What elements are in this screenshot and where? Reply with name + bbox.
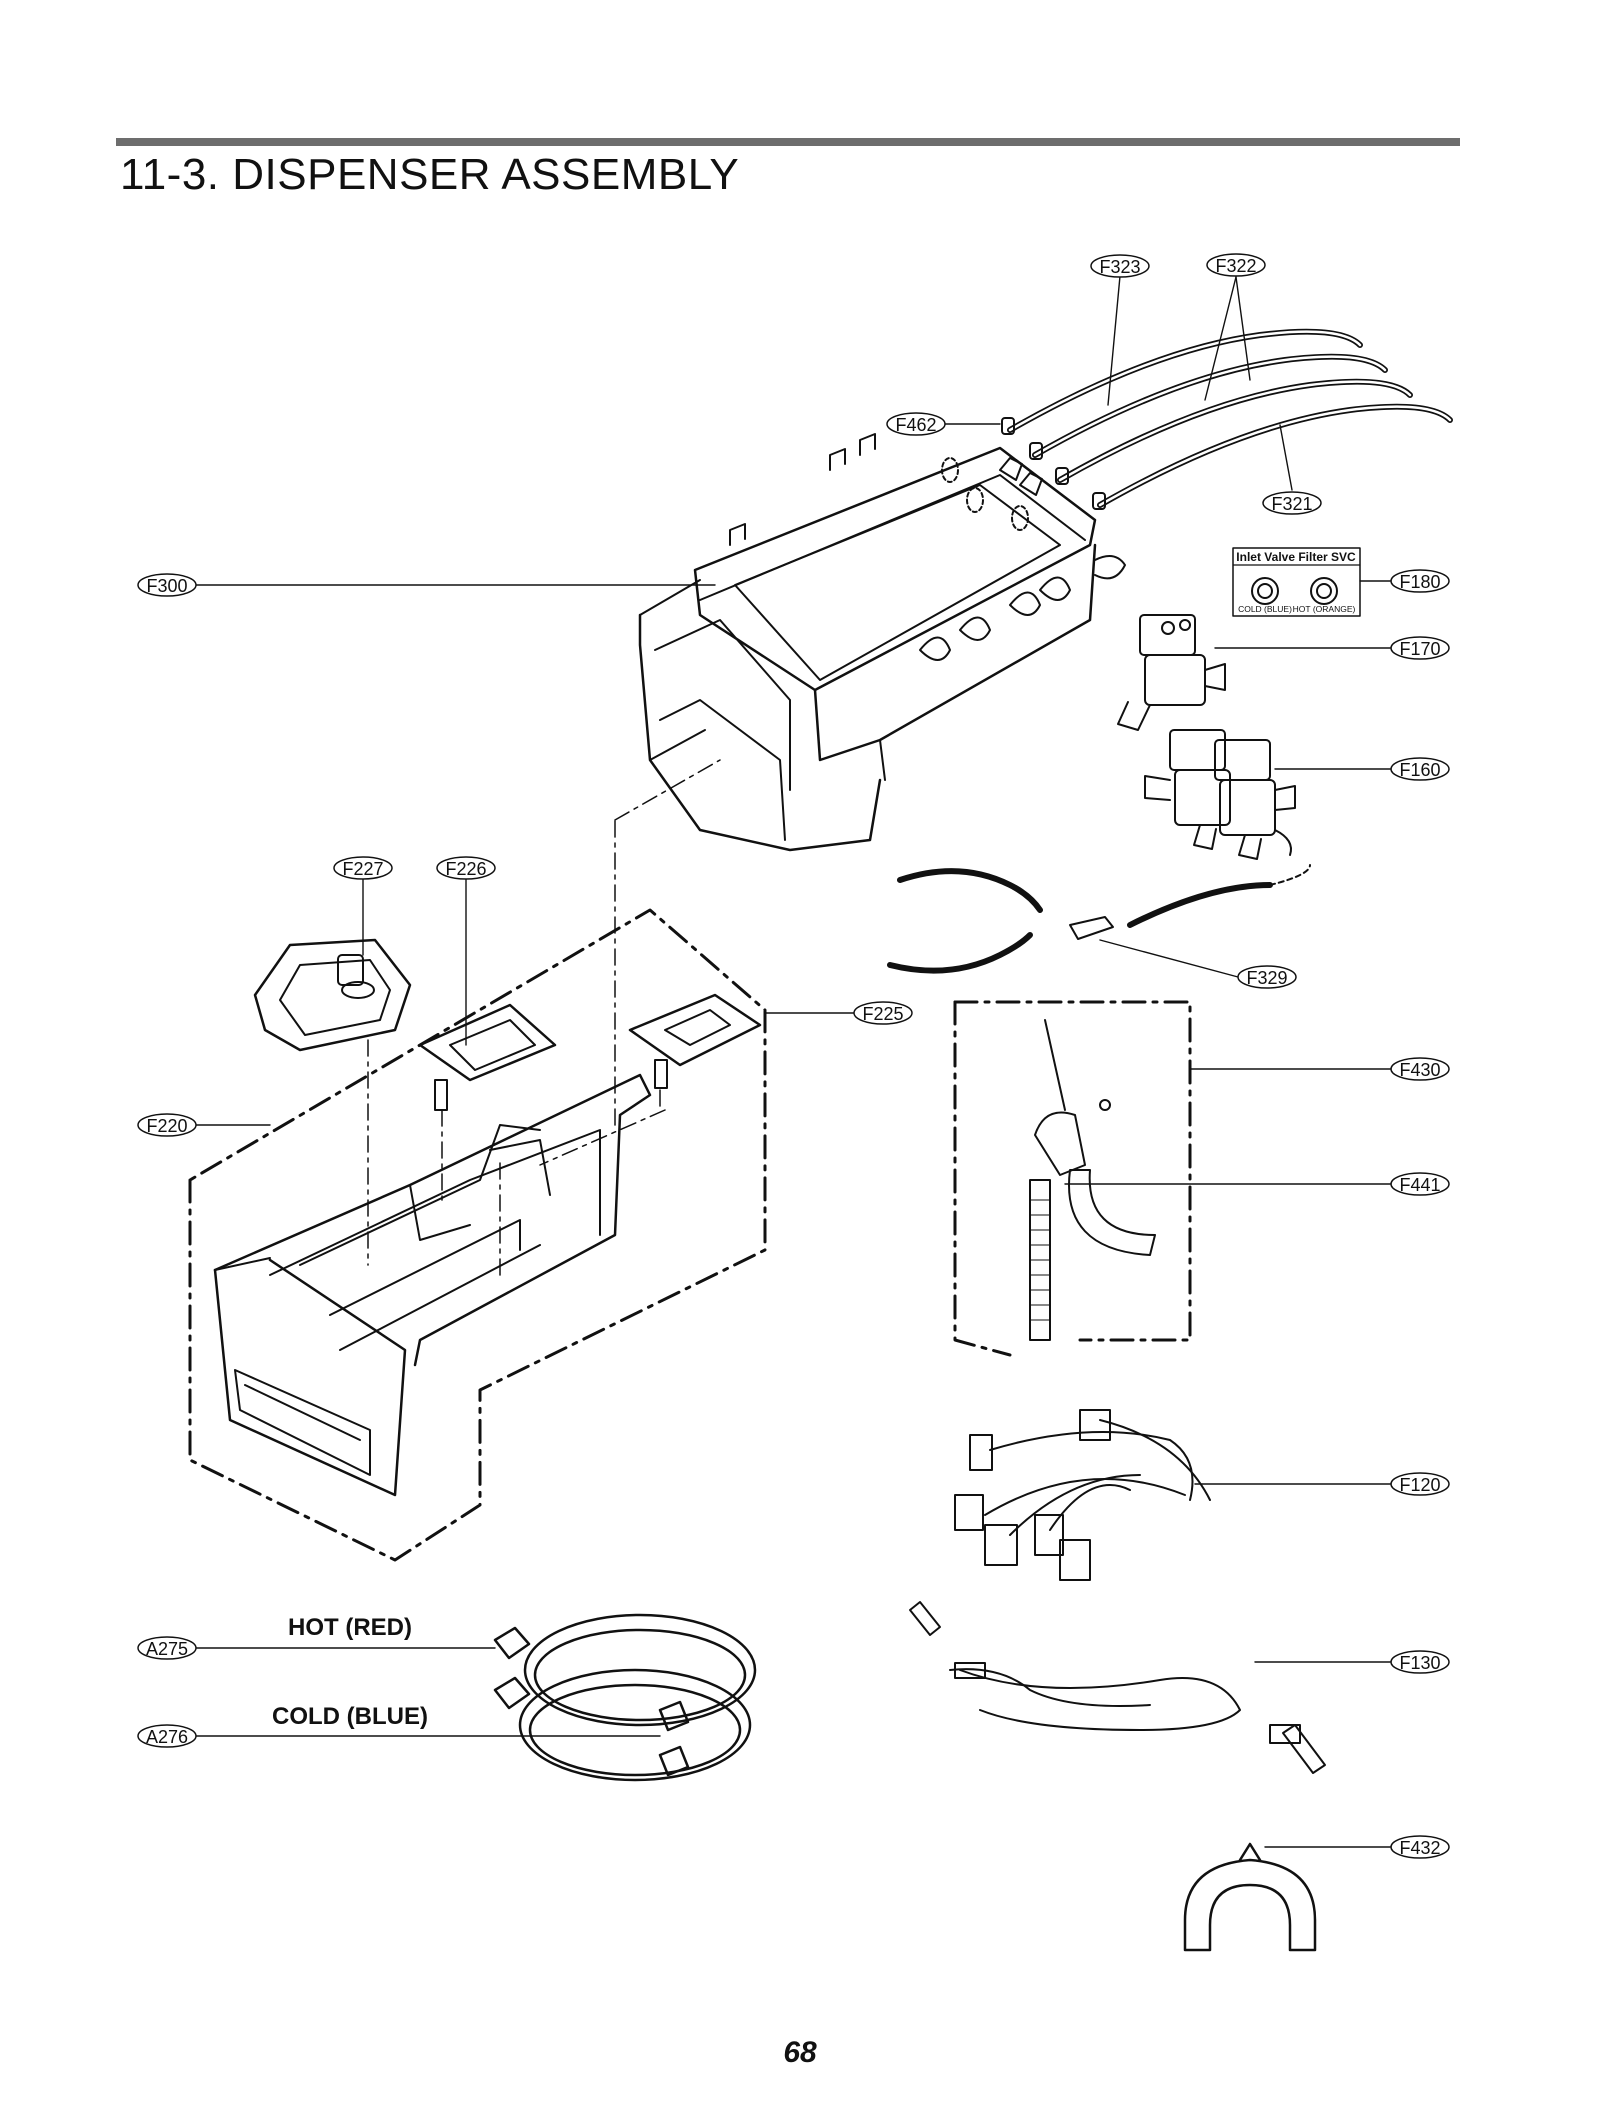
callout-F322: F322 <box>1215 256 1256 276</box>
callout-F220: F220 <box>146 1116 187 1136</box>
leader-lines <box>195 275 1391 1848</box>
drain-assembly-box <box>953 1000 1192 1357</box>
filter-cold-label: COLD (BLUE) <box>1238 604 1292 614</box>
callout-F226: F226 <box>445 859 486 879</box>
wire-harness-f120 <box>954 1409 1211 1581</box>
projection-lines <box>367 759 721 1276</box>
hot-hose-label: HOT (RED) <box>288 1614 412 1641</box>
callout-F160: F160 <box>1399 760 1440 780</box>
page-number: 68 <box>783 2036 817 2069</box>
wire-harness-f130 <box>909 1601 1326 1774</box>
callout-F323: F323 <box>1099 257 1140 277</box>
callout-F430: F430 <box>1399 1060 1440 1080</box>
callout-F225: F225 <box>862 1004 903 1024</box>
hose-clamps <box>1001 417 1106 510</box>
callout-F227: F227 <box>342 859 383 879</box>
drain-hose-ribs <box>1029 1199 1051 1321</box>
siphon-cap-f225 <box>628 993 762 1089</box>
filter-kit-box <box>1232 547 1361 617</box>
dispenser-drawer-group <box>188 908 767 1562</box>
hose-clip-f432 <box>1183 1842 1317 1952</box>
header-rule <box>116 138 1460 146</box>
filter-box-title: Inlet Valve Filter SVC <box>1236 550 1356 564</box>
callout-F462: F462 <box>895 415 936 435</box>
callout-F130: F130 <box>1399 1653 1440 1673</box>
callout-A276: A276 <box>146 1727 188 1747</box>
hose-set-top <box>1007 328 1453 508</box>
inlet-valve-single <box>1117 614 1226 731</box>
cold-hose-label: COLD (BLUE) <box>272 1703 428 1730</box>
inlet-hoses <box>493 1613 757 1782</box>
callout-F441: F441 <box>1399 1175 1440 1195</box>
callout-A275: A275 <box>146 1639 188 1659</box>
siphon-cap-f227 <box>253 938 412 1052</box>
callout-ovals <box>137 253 1450 1859</box>
page-title: 11-3. DISPENSER ASSEMBLY <box>120 150 740 199</box>
callout-F180: F180 <box>1399 572 1440 592</box>
siphon-cap-f226 <box>418 1003 557 1111</box>
drain-hose <box>1029 1019 1156 1341</box>
callout-F170: F170 <box>1399 639 1440 659</box>
callout-F300: F300 <box>146 576 187 596</box>
split-hose <box>887 868 1273 974</box>
filter-hot-label: HOT (ORANGE) <box>1293 604 1356 614</box>
callout-F432: F432 <box>1399 1838 1440 1858</box>
callout-F321: F321 <box>1271 494 1312 514</box>
callout-F329: F329 <box>1246 968 1287 988</box>
dispenser-housing <box>638 433 1126 852</box>
callout-F120: F120 <box>1399 1475 1440 1495</box>
inlet-valve-triple <box>1144 729 1296 860</box>
split-hose-fitting <box>1069 864 1311 940</box>
